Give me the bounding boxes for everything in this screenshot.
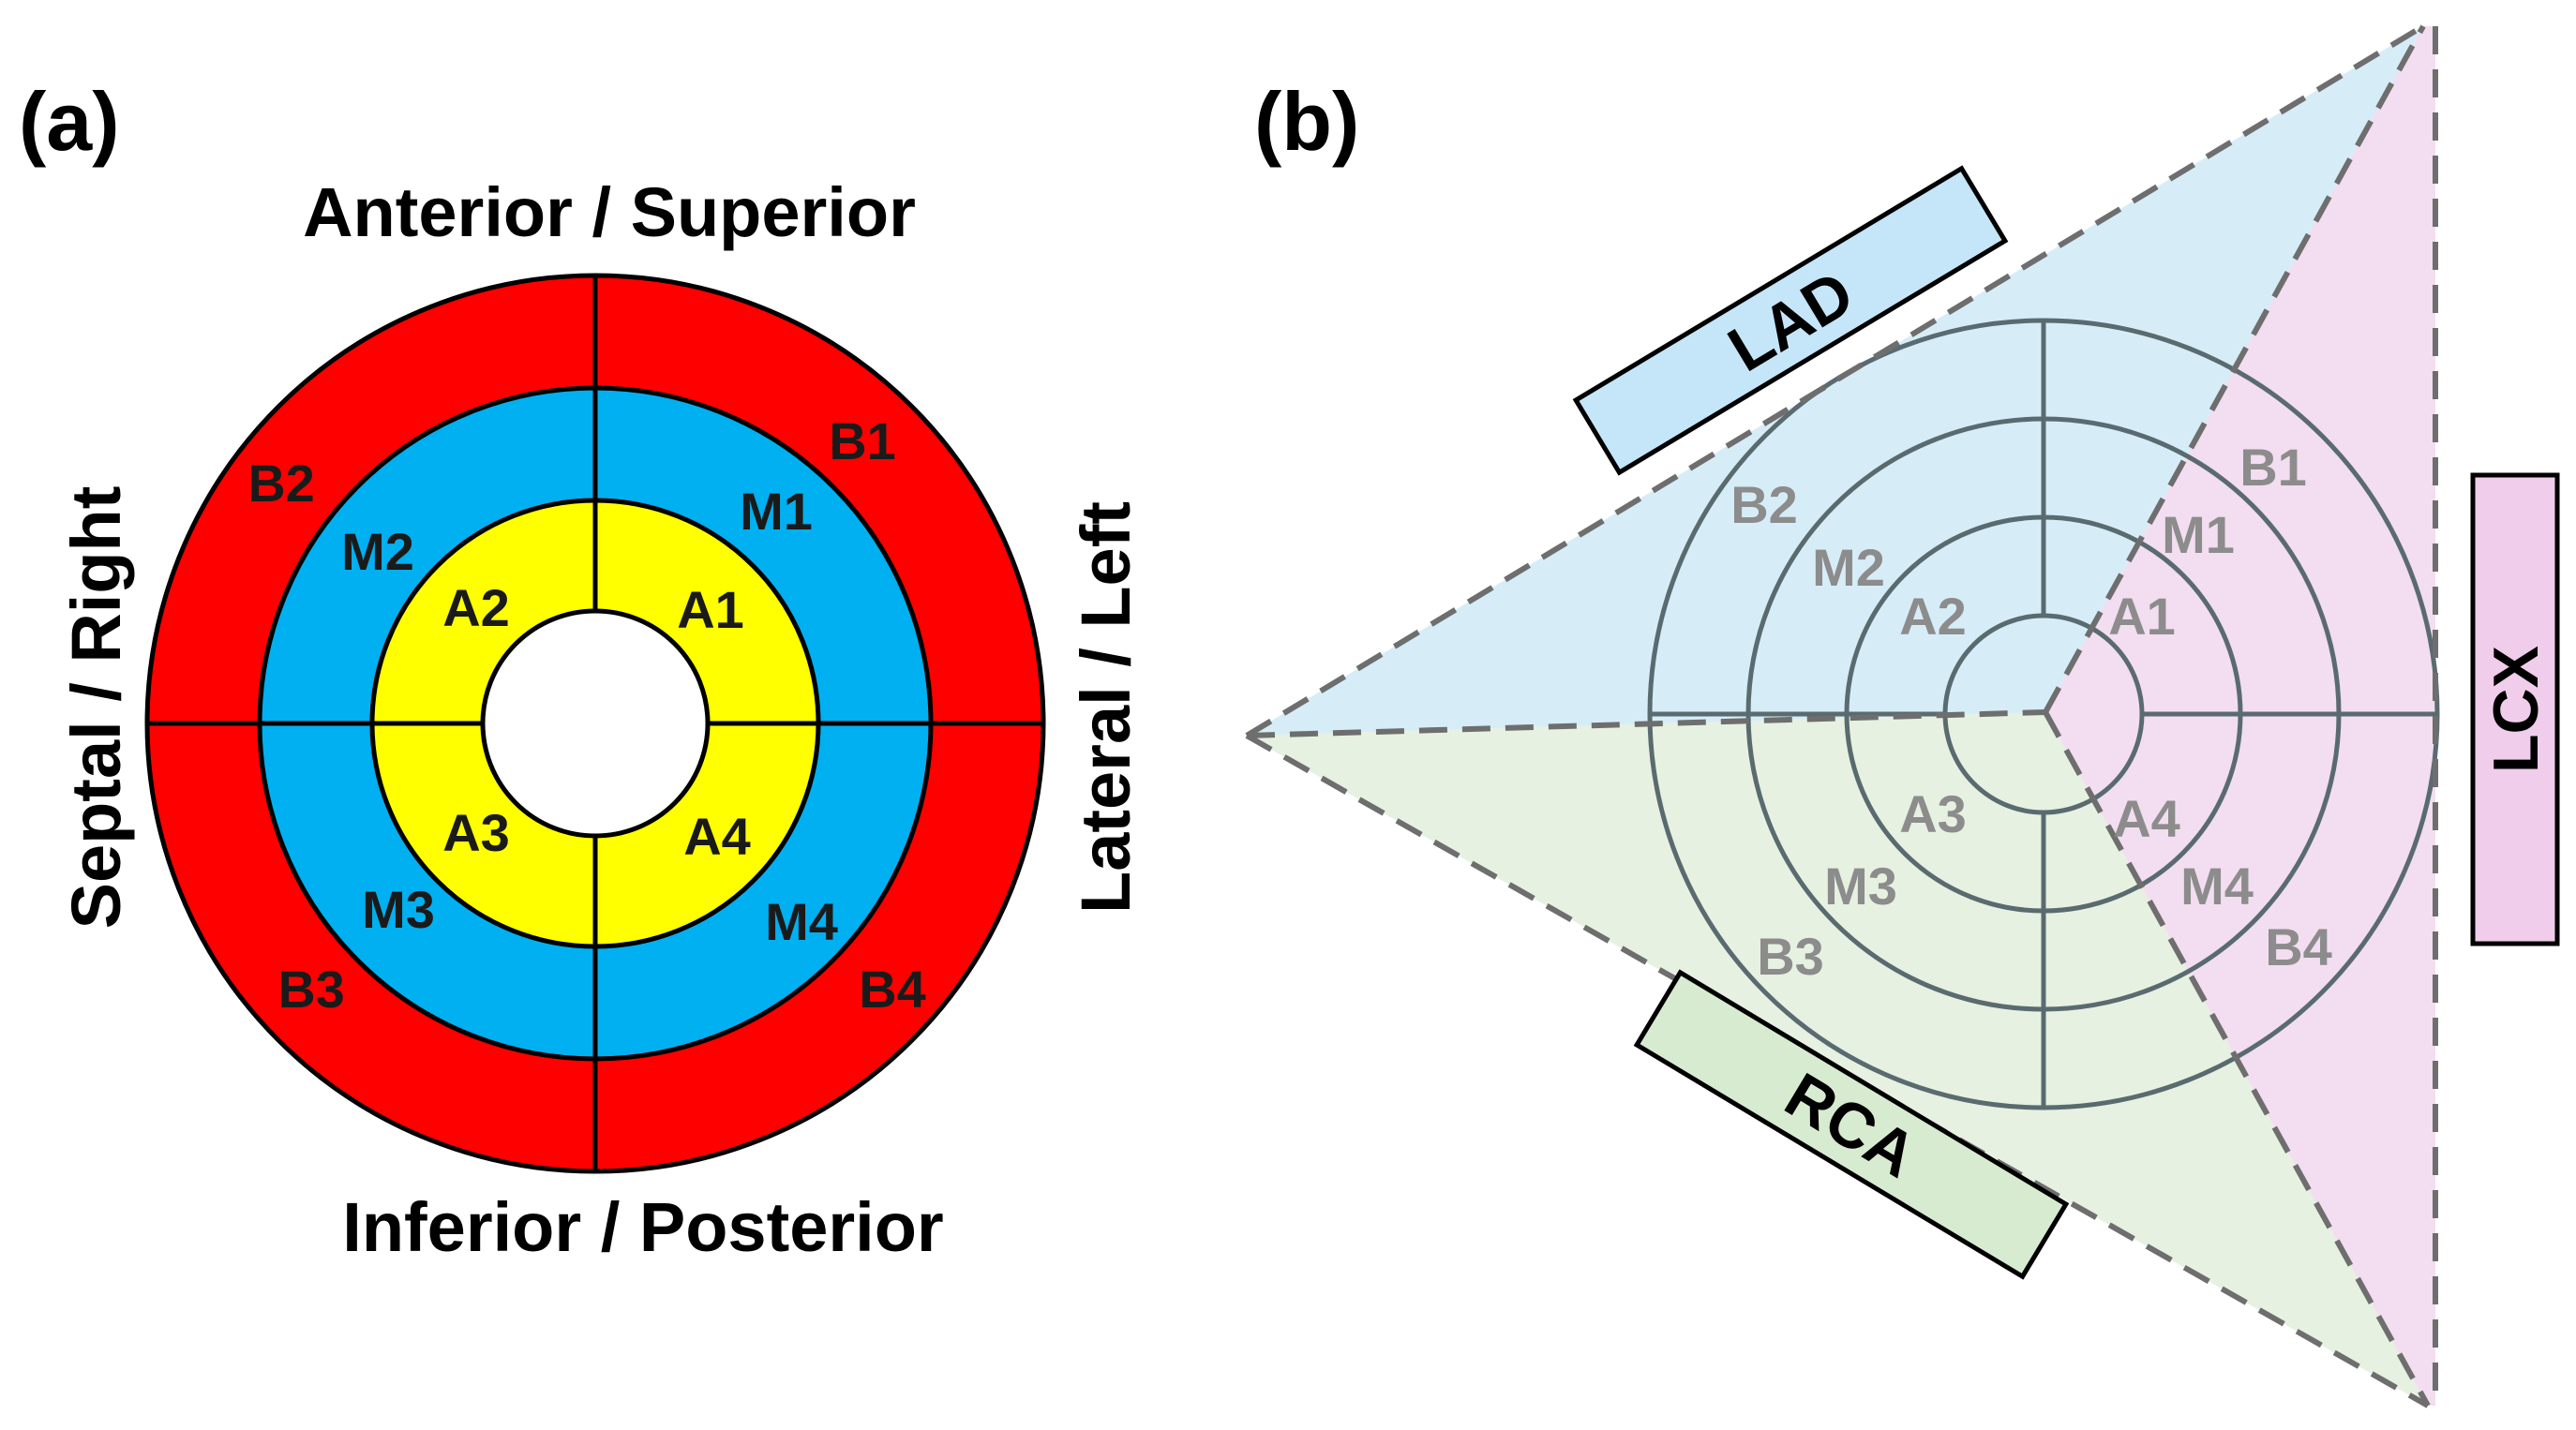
segment-label-a3: A3 bbox=[442, 803, 510, 862]
panel-b-label: (b) bbox=[1254, 75, 1359, 168]
lad-box bbox=[1572, 165, 2009, 476]
segment-label-b2: B2 bbox=[1730, 475, 1798, 534]
center-hole bbox=[480, 608, 711, 839]
rca-territory bbox=[1247, 712, 2428, 1406]
segment-label-a4: A4 bbox=[2113, 789, 2180, 848]
boundary-lad-top bbox=[1245, 23, 2425, 738]
direction-left-label: Septal / Right bbox=[57, 486, 135, 930]
segment-label-b1: B1 bbox=[829, 411, 896, 470]
boundary-rca-lcx bbox=[2043, 710, 2431, 1408]
panel-a-label: (a) bbox=[19, 75, 120, 168]
direction-bottom-label: Inferior / Posterior bbox=[342, 1188, 943, 1266]
segment-label-m1: M1 bbox=[2162, 505, 2235, 564]
lcx-box bbox=[2470, 472, 2560, 946]
bullseye-grid bbox=[1647, 318, 2440, 1110]
segment-label-m1: M1 bbox=[740, 482, 813, 541]
direction-top-label: Anterior / Superior bbox=[303, 173, 916, 251]
panel-a: (a) Anterior / Superior Inferior / Poste… bbox=[19, 75, 1145, 1266]
segment-label-b1: B1 bbox=[2239, 438, 2307, 497]
segment-label-a2: A2 bbox=[442, 578, 510, 637]
territory-boundaries bbox=[1245, 23, 2438, 1408]
boundary-lad-lcx bbox=[2043, 24, 2426, 714]
boundary-lad-rca bbox=[1246, 709, 2046, 738]
segment-label-m3: M3 bbox=[362, 880, 435, 939]
direction-right-label: Lateral / Left bbox=[1067, 501, 1145, 914]
segment-label-b3: B3 bbox=[277, 960, 345, 1019]
segment-label-b3: B3 bbox=[1757, 927, 1824, 986]
segment-label-b2: B2 bbox=[247, 454, 315, 513]
segment-label-b4: B4 bbox=[2265, 917, 2332, 976]
segment-label-a4: A4 bbox=[683, 807, 751, 866]
segment-label-m2: M2 bbox=[1812, 538, 1885, 597]
segment-label-m3: M3 bbox=[1824, 857, 1897, 916]
segment-label-b4: B4 bbox=[859, 960, 926, 1019]
rca-box bbox=[1633, 969, 2070, 1280]
segment-label-a2: A2 bbox=[1899, 587, 1967, 646]
segment-label-m2: M2 bbox=[341, 522, 414, 581]
lcx-label-box: LCX bbox=[2470, 472, 2560, 946]
segment-label-a3: A3 bbox=[1899, 784, 1967, 843]
segment-label-a1: A1 bbox=[677, 580, 744, 639]
segment-label-m4: M4 bbox=[2180, 857, 2254, 916]
segment-label-a1: A1 bbox=[2108, 587, 2176, 646]
panel-b: (b) B1 B2 B3 B bbox=[1245, 23, 2560, 1408]
lcx-label: LCX bbox=[2480, 646, 2552, 773]
segment-label-m4: M4 bbox=[765, 892, 838, 951]
boundary-rca-bottom bbox=[1245, 733, 2430, 1408]
